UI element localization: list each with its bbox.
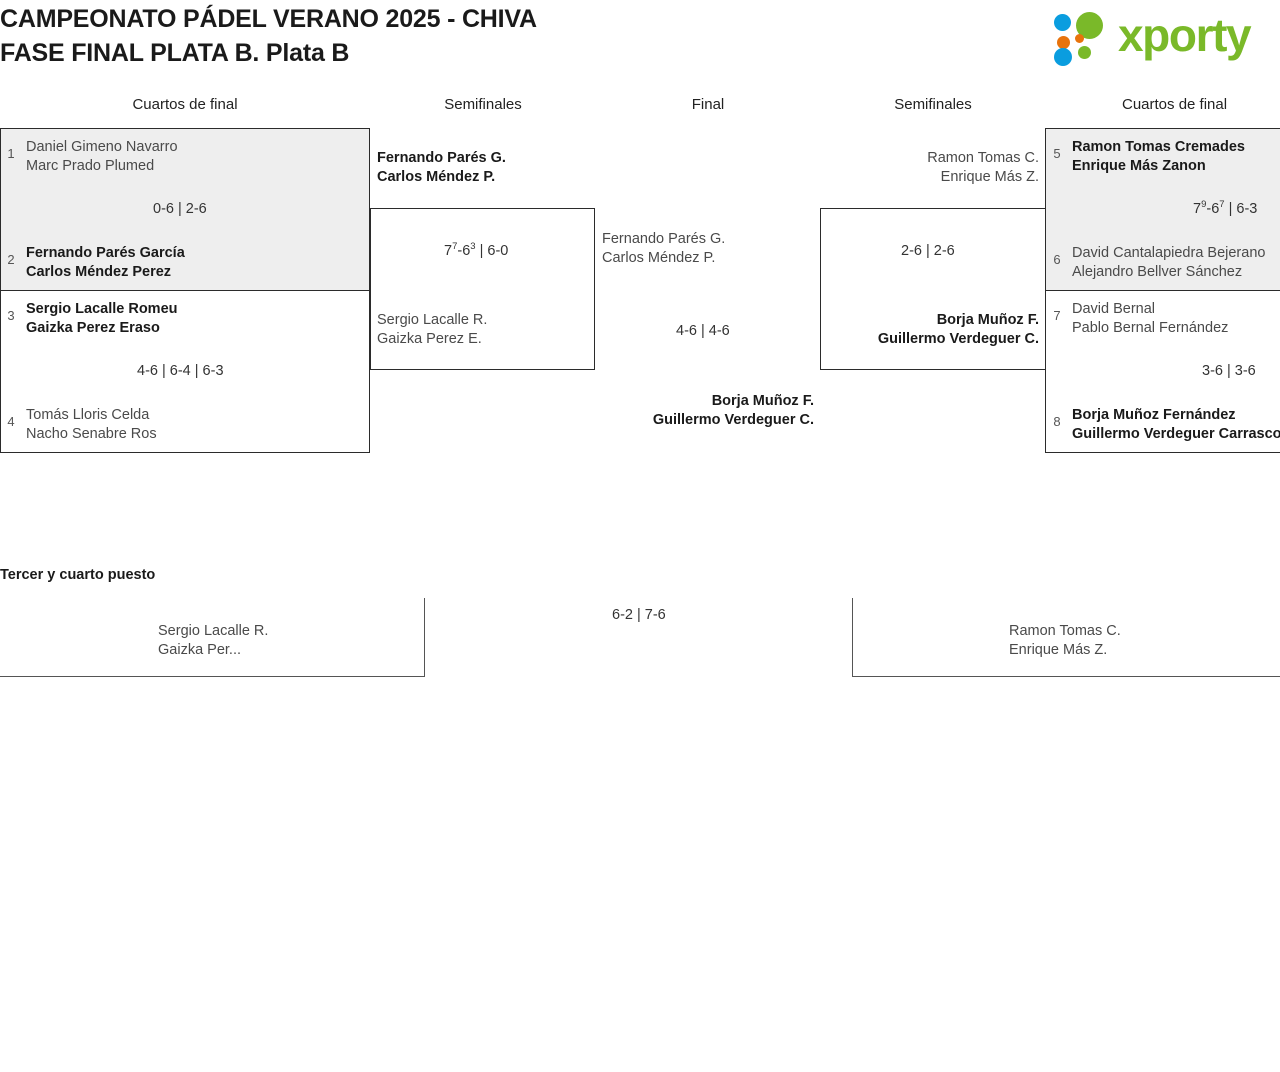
score-games: | 6-0 [475, 243, 509, 259]
seed-number: 5 [1053, 146, 1061, 161]
score-tiebreak: 7 [452, 241, 458, 253]
xporty-logo[interactable]: xporty [1040, 4, 1280, 68]
player-name: Pablo Bernal Fernández [1072, 320, 1229, 336]
round-header-sf-right: Semifinales [894, 96, 972, 113]
player-name: David Bernal [1072, 301, 1156, 317]
team-entry: Fernando Parés García Carlos Méndez Pere… [26, 244, 185, 282]
match-score: 4-6 | 6-4 | 6-3 [137, 363, 224, 379]
score-games: 7 [444, 243, 453, 259]
match-score: 3-6 | 3-6 [1202, 363, 1256, 379]
player-name: Daniel Gimeno Navarro [26, 139, 178, 155]
player-name: Ramon Tomas C. [1009, 623, 1121, 639]
round-header-sf-left: Semifinales [444, 96, 522, 113]
logo-wordmark: xporty [1118, 9, 1252, 61]
match-box-qf-left-1[interactable] [0, 128, 370, 291]
team-entry: Sergio Lacalle Romeu Gaizka Perez Eraso [26, 300, 178, 338]
player-name: Guillermo Verdeguer Carrasco [1072, 426, 1280, 442]
player-name: Fernando Parés G. [602, 231, 726, 247]
player-name: Gaizka Perez E. [377, 331, 482, 347]
tournament-name: CAMPEONATO PÁDEL VERANO 2025 - CHIVA [0, 5, 537, 33]
team-entry: Borja Muñoz Fernández Guillermo Verdegue… [1072, 406, 1280, 444]
third-place-title: Tercer y cuarto puesto [0, 567, 156, 583]
page-title: CAMPEONATO PÁDEL VERANO 2025 - CHIVA FAS… [0, 2, 537, 70]
seed-number: 4 [7, 414, 15, 429]
team-entry: Sergio Lacalle R. Gaizka Perez E. [377, 311, 487, 349]
score-games: 7 [1193, 201, 1202, 217]
match-score: 0-6 | 2-6 [153, 201, 207, 217]
match-score: 77-63 | 6-0 [444, 241, 509, 259]
player-name: Sergio Lacalle R. [377, 312, 488, 328]
player-name: Carlos Méndez P. [377, 169, 496, 185]
player-name: David Cantalapiedra Bejerano [1072, 245, 1266, 261]
score-games: | 6-3 [1224, 201, 1258, 217]
player-name: Borja Muñoz F. [711, 393, 814, 409]
seed-number: 6 [1053, 252, 1061, 267]
team-entry: Ramon Tomas C. Enrique Más Z. [1009, 622, 1121, 660]
page-header: CAMPEONATO PÁDEL VERANO 2025 - CHIVA FAS… [0, 0, 1280, 92]
seed-number: 3 [7, 308, 15, 323]
tournament-phase: FASE FINAL PLATA B. Plata B [0, 39, 350, 67]
score-tiebreak: 9 [1201, 199, 1207, 211]
team-entry: David Bernal Pablo Bernal Fernández [1072, 300, 1228, 338]
player-name: Enrique Más Zanon [1072, 158, 1206, 174]
seed-number: 7 [1053, 308, 1061, 323]
team-entry: David Cantalapiedra Bejerano Alejandro B… [1072, 244, 1265, 282]
player-name: Guillermo Verdeguer C. [652, 412, 814, 428]
player-name: Borja Muñoz Fernández [1072, 407, 1236, 423]
match-box-qf-right-1[interactable] [1045, 128, 1280, 291]
player-name: Sergio Lacalle R. [158, 623, 269, 639]
match-box-sf-left[interactable] [370, 208, 595, 370]
logo-dots-icon [1054, 12, 1118, 66]
match-box-sf-right[interactable] [820, 208, 1046, 370]
round-header-qf-left: Cuartos de final [132, 96, 238, 113]
team-entry: Daniel Gimeno Navarro Marc Prado Plumed [26, 138, 178, 176]
team-entry: Fernando Parés G. Carlos Méndez P. [602, 230, 725, 268]
third-place-box-right[interactable] [852, 598, 1280, 677]
round-header-qf-right: Cuartos de final [1122, 96, 1228, 113]
match-score: 2-6 | 2-6 [901, 243, 955, 259]
player-name: Guillermo Verdeguer C. [877, 331, 1039, 347]
player-name: Ramon Tomas C. [927, 150, 1039, 166]
player-name: Gaizka Perez Eraso [26, 320, 160, 336]
team-entry: Ramon Tomas C. Enrique Más Z. [808, 149, 1039, 187]
team-entry: Borja Muñoz F. Guillermo Verdeguer C. [578, 392, 814, 430]
seed-number: 1 [7, 146, 15, 161]
player-name: Sergio Lacalle Romeu [26, 301, 178, 317]
score-tiebreak: 7 [1219, 199, 1225, 211]
player-name: Alejandro Bellver Sánchez [1072, 264, 1243, 280]
match-score: 79-67 | 6-3 [1193, 199, 1258, 217]
player-name: Tomás Lloris Celda [26, 407, 150, 423]
team-entry: Fernando Parés G. Carlos Méndez P. [377, 149, 506, 187]
player-name: Fernando Parés García [26, 245, 185, 261]
team-entry: Tomás Lloris Celda Nacho Senabre Ros [26, 406, 157, 444]
third-place-box-left[interactable] [0, 598, 425, 677]
round-header-final: Final [691, 96, 725, 113]
score-games: -6 [457, 243, 471, 259]
player-name: Borja Muñoz F. [936, 312, 1039, 328]
team-entry: Borja Muñoz F. Guillermo Verdeguer C. [808, 311, 1039, 349]
third-place-score: 6-2 | 7-6 [612, 607, 666, 623]
seed-number: 8 [1053, 414, 1061, 429]
player-name: Fernando Parés G. [377, 150, 506, 166]
seed-number: 2 [7, 252, 15, 267]
match-box-qf-left-2[interactable] [0, 290, 370, 453]
score-tiebreak: 3 [470, 241, 476, 253]
match-score: 4-6 | 4-6 [676, 323, 730, 339]
score-games: -6 [1206, 201, 1220, 217]
match-box-qf-right-2[interactable] [1045, 290, 1280, 453]
player-name: Nacho Senabre Ros [26, 426, 157, 442]
team-entry: Ramon Tomas Cremades Enrique Más Zanon [1072, 138, 1245, 176]
player-name: Carlos Méndez Perez [26, 264, 172, 280]
player-name: Carlos Méndez P. [602, 250, 716, 266]
player-name: Ramon Tomas Cremades [1072, 139, 1245, 155]
player-name: Gaizka Per... [158, 642, 242, 658]
player-name: Enrique Más Z. [940, 169, 1039, 185]
player-name: Enrique Más Z. [1009, 642, 1108, 658]
team-entry: Sergio Lacalle R. Gaizka Per... [158, 622, 268, 660]
player-name: Marc Prado Plumed [26, 158, 155, 174]
